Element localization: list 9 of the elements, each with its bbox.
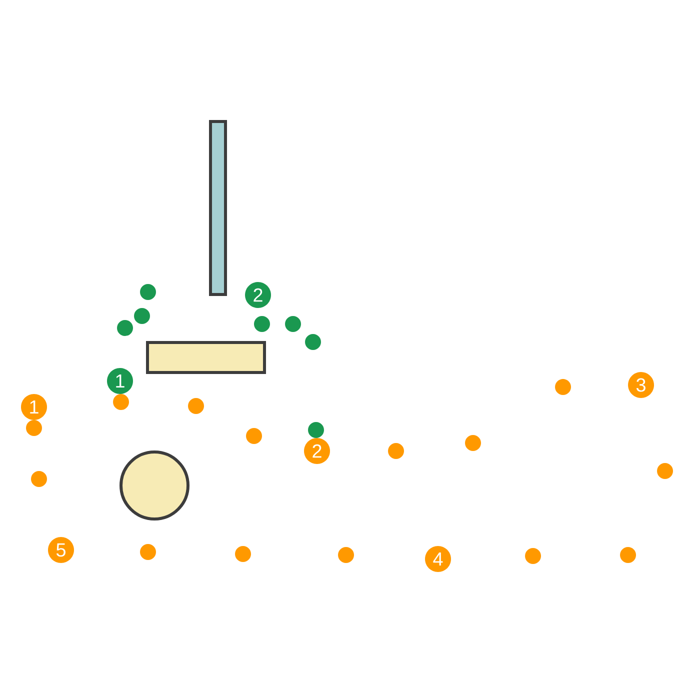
callout-number: 3 — [628, 372, 654, 398]
callout-number: 2 — [245, 282, 271, 308]
callout-number: 4 — [425, 546, 451, 572]
callout-number: 5 — [48, 537, 74, 563]
disc — [120, 450, 190, 520]
callout-number: 1 — [107, 368, 133, 394]
rod — [209, 120, 227, 296]
callout-number: 2 — [304, 438, 330, 464]
plate — [146, 341, 266, 374]
